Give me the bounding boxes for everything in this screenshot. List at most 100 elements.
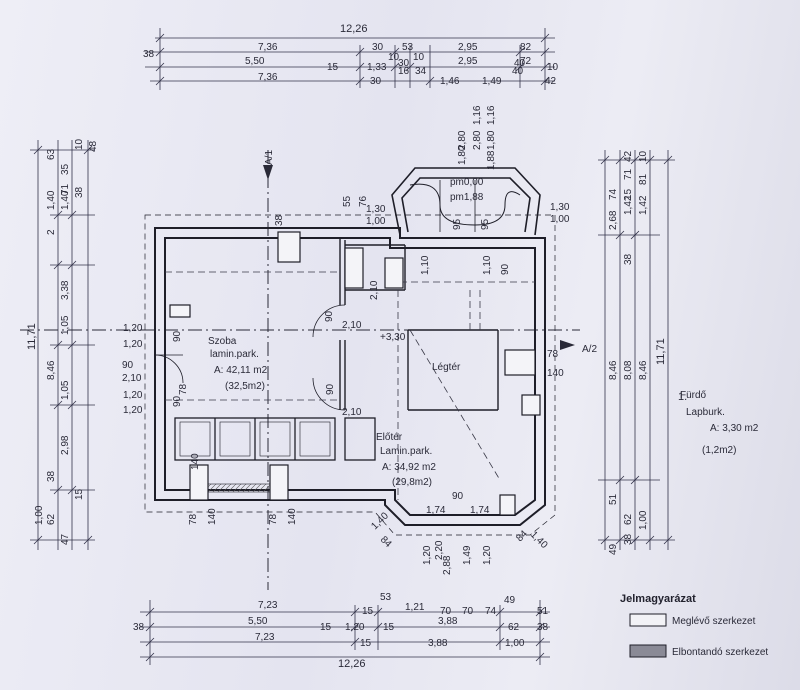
dim-label: 38: [46, 470, 57, 482]
bottom-dimension-chains: [140, 600, 550, 665]
bottom-total-dim: 12,26: [338, 658, 366, 670]
inner-dim: 90: [122, 360, 134, 371]
dim-label: 51: [537, 606, 549, 617]
inner-dim: 78: [547, 349, 559, 360]
dim-label: 2,68: [608, 210, 619, 230]
legend-label-demolition: Elbontandó szerkezet: [672, 647, 768, 658]
dim-label: 51: [608, 493, 619, 505]
dim-label: 2,98: [60, 435, 71, 455]
dim-label: 74: [608, 188, 619, 200]
bath-area: A: 3,30 m2: [710, 423, 759, 434]
dim-label: 81: [638, 173, 649, 185]
dim-label: 62: [508, 622, 520, 633]
dim-label: 8,08: [623, 360, 634, 380]
inner-dim: 1,10: [420, 255, 431, 275]
inner-dim: 78: [268, 513, 279, 525]
dim-label: 53: [402, 42, 414, 53]
inner-dim: 78: [178, 383, 189, 395]
dim-label: 15: [74, 488, 85, 500]
inner-dim: 1,88: [486, 150, 497, 170]
dim-label: 70: [440, 606, 452, 617]
inner-dim: 1,00: [366, 216, 386, 227]
inner-dim: 1,80: [486, 130, 497, 150]
room-1-name: Szoba: [208, 336, 237, 347]
dim-label: 63: [46, 148, 57, 160]
inner-dim: 38: [274, 214, 285, 226]
dim-label: 62: [623, 513, 634, 525]
inner-dim: 1,00: [550, 214, 570, 225]
dim-label: 38: [143, 49, 155, 60]
room-1-area-net: (32,5m2): [225, 381, 265, 392]
left-total-dim: 11,71: [26, 323, 38, 350]
inner-dim: 95: [480, 218, 491, 230]
inner-dim: 1,16: [486, 105, 497, 125]
dim-label: 1,05: [60, 380, 71, 400]
inner-dim: 90: [325, 383, 336, 395]
inner-dim: 90: [172, 330, 183, 342]
bath-floor: Lapburk.: [686, 407, 725, 418]
dim-label: 42: [623, 150, 634, 162]
dim-label: 62: [46, 513, 57, 525]
top-total-dim: 12,26: [340, 23, 368, 35]
dim-label: 1,42: [623, 195, 634, 215]
inner-dim: 90: [500, 263, 511, 275]
inner-dim: 140: [287, 508, 298, 525]
dim-label: 70: [462, 606, 474, 617]
inner-dim: 90: [324, 310, 335, 322]
dim-label: 15: [320, 622, 332, 633]
dim-label: 15: [623, 188, 634, 200]
dim-label: 1,21: [405, 602, 425, 613]
dim-label: 71: [60, 183, 71, 195]
inner-dim: 1,80: [457, 145, 468, 165]
dim-label: 71: [623, 168, 634, 180]
inner-dim: 90: [452, 491, 464, 502]
dim-label: 30: [370, 76, 382, 87]
dim-label: 10: [388, 52, 400, 63]
right-dimension-chains: [598, 150, 675, 550]
inner-dim: 1,20: [123, 405, 143, 416]
dim-label: 7,23: [258, 600, 278, 611]
dim-label: 38: [537, 622, 549, 633]
inner-dim: 1,40: [528, 529, 550, 551]
inner-dim: 1,20: [123, 390, 143, 401]
inner-dim: 2,10: [342, 407, 362, 418]
dim-label: 30: [398, 58, 410, 69]
dim-label: 1,00: [505, 638, 525, 649]
dim-label: 38: [623, 253, 634, 265]
dim-label: 1,42: [638, 195, 649, 215]
inner-dim: 1,49: [462, 545, 473, 565]
inner-dim: 1,16: [472, 105, 483, 125]
legend-title: Jelmagyarázat: [620, 593, 696, 605]
dim-label: 7,36: [258, 42, 278, 53]
legend-label-existing: Meglévő szerkezet: [672, 616, 756, 627]
dim-label: 1,33: [367, 62, 387, 73]
dim-label: 1,05: [60, 315, 71, 335]
dim-label: 8,46: [608, 360, 619, 380]
inner-dim: 2,20: [434, 540, 445, 560]
dim-label: 40: [512, 66, 524, 77]
inner-dim: 2,10: [369, 280, 380, 300]
dim-label: 40: [514, 58, 526, 69]
legend: Jelmagyarázat Meglévő szerkezet Elbontan…: [620, 593, 768, 658]
inner-dim: 1,30: [366, 204, 386, 215]
inner-dim: 1,10: [482, 255, 493, 275]
inner-dim: 1,20: [123, 323, 143, 334]
right-total-dim: 11,71: [655, 338, 667, 365]
bath-index: 1.: [678, 391, 687, 403]
inner-dim: +3,30: [380, 332, 406, 343]
section-arrow-a1: [263, 165, 273, 180]
dim-label: 2,95: [458, 56, 478, 67]
dim-label: 35: [60, 163, 71, 175]
section-arrow-a2: [560, 340, 575, 350]
inner-dim: 2,10: [122, 373, 142, 384]
dim-label: 3,88: [438, 616, 458, 627]
room-1-area: A: 42,11 m2: [214, 365, 268, 376]
inner-dim: 2,80: [472, 130, 483, 150]
dim-label: 7,23: [255, 632, 275, 643]
dim-label: 15: [360, 638, 372, 649]
dim-label: 42: [545, 76, 557, 87]
dim-label: 5,50: [248, 616, 268, 627]
inner-dim: 1,74: [470, 505, 490, 516]
